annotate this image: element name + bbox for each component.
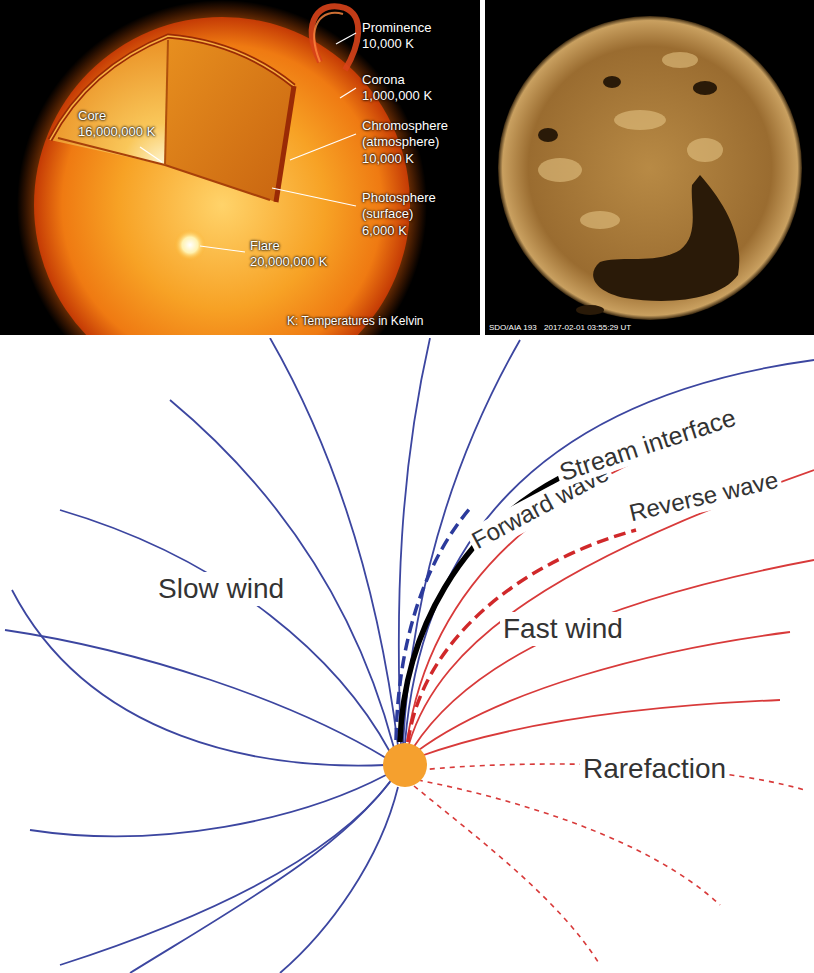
- coronal-holes: [538, 76, 739, 315]
- forward-wave: [396, 506, 472, 740]
- cutaway-face: [165, 36, 294, 202]
- unit-note: K: Temperatures in Kelvin: [287, 314, 424, 328]
- region-label: Fast wind: [500, 612, 626, 646]
- temperature-value: 20,000,000 K: [250, 254, 327, 270]
- sdo-image: [485, 0, 814, 335]
- corona-glow: [17, 0, 427, 335]
- prominence-loop: [312, 6, 358, 70]
- temperature-value: 10,000 K: [362, 36, 414, 52]
- reverse-wave: [408, 530, 636, 742]
- leader-lines: [140, 33, 356, 252]
- fast-wind-lines: [407, 455, 814, 757]
- cutaway-face: [50, 36, 168, 165]
- solar-wind-diagram: [0, 338, 814, 973]
- layer-name: Flare: [250, 238, 280, 254]
- sun-disk: [34, 17, 410, 335]
- layer-rim: [50, 36, 294, 140]
- sun: [383, 743, 427, 787]
- layer-name: Prominence: [362, 20, 431, 36]
- sun-cutaway: [0, 0, 480, 335]
- layer-name: Corona: [362, 72, 405, 88]
- temperature-value: 10,000 K: [362, 151, 414, 167]
- temperature-value: 1,000,000 K: [362, 88, 432, 104]
- layer-name: Chromosphere (atmosphere): [362, 118, 462, 149]
- flare-spot: [174, 229, 206, 261]
- panel-ground: [485, 0, 814, 335]
- panel-ground: [0, 338, 814, 973]
- temperature-value: 16,000,000 K: [78, 124, 155, 140]
- region-label: Rarefaction: [580, 752, 729, 786]
- cutaway-edge: [58, 138, 270, 200]
- sun-disk: [498, 16, 802, 320]
- rarefaction-lines: [414, 764, 805, 965]
- prominence-loop: [314, 13, 343, 62]
- image-caption: SDO/AIA 193: [489, 323, 537, 333]
- cutaway-edge: [165, 40, 168, 165]
- temperature-value: 6,000 K: [362, 223, 407, 239]
- region-label: Slow wind: [155, 572, 287, 606]
- layer-name: Photosphere (surface): [362, 190, 462, 221]
- interface-label: Stream interface: [553, 401, 742, 488]
- layer-rim: [50, 36, 294, 140]
- layer-name: Core: [78, 108, 106, 124]
- layer-rim: [276, 86, 294, 202]
- wave-label: Reverse wave: [624, 465, 784, 529]
- image-timestamp: 2017-02-01 03:55:29 UT: [544, 323, 631, 333]
- slow-wind-lines: [5, 338, 814, 973]
